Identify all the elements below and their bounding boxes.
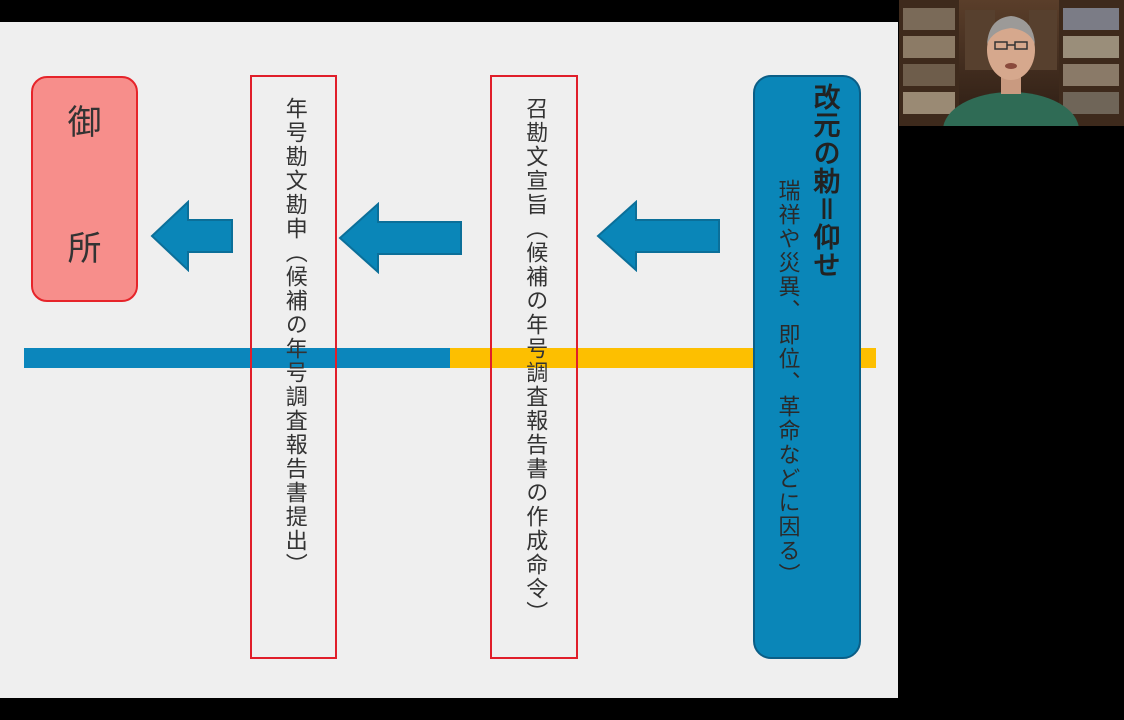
- chokugi-title: 改元の勅＝仰せ: [808, 83, 840, 279]
- kanmon-box: 年号勘文勘申（候補の年号調査報告書提出）: [250, 75, 337, 659]
- arrow-left-icon: [596, 200, 720, 272]
- arrow-left-icon: [150, 200, 233, 272]
- gosho-box: 御 所: [31, 76, 138, 302]
- senji-text: 召勘文宣旨（候補の年号調査報告書の作成命令）: [522, 97, 548, 625]
- gosho-char-1: 御: [67, 103, 102, 143]
- arrow-left-icon: [338, 202, 462, 274]
- gosho-char-2: 所: [67, 229, 102, 269]
- senji-box: 召勘文宣旨（候補の年号調査報告書の作成命令）: [490, 75, 578, 659]
- kanmon-text: 年号勘文勘申（候補の年号調査報告書提出）: [281, 97, 307, 577]
- presentation-slide: 御 所 年号勘文勘申（候補の年号調査報告書提出） 召勘文宣旨（候補の年号調査報告…: [0, 22, 898, 698]
- timeline-segment-left: [24, 348, 450, 368]
- timeline-bar: [24, 348, 876, 368]
- chokugi-subtitle: 瑞祥や災異、即位、革命などに因る）: [774, 179, 800, 587]
- presenter-video-icon: [899, 0, 1124, 126]
- chokugi-box: 改元の勅＝仰せ 瑞祥や災異、即位、革命などに因る）: [753, 75, 861, 659]
